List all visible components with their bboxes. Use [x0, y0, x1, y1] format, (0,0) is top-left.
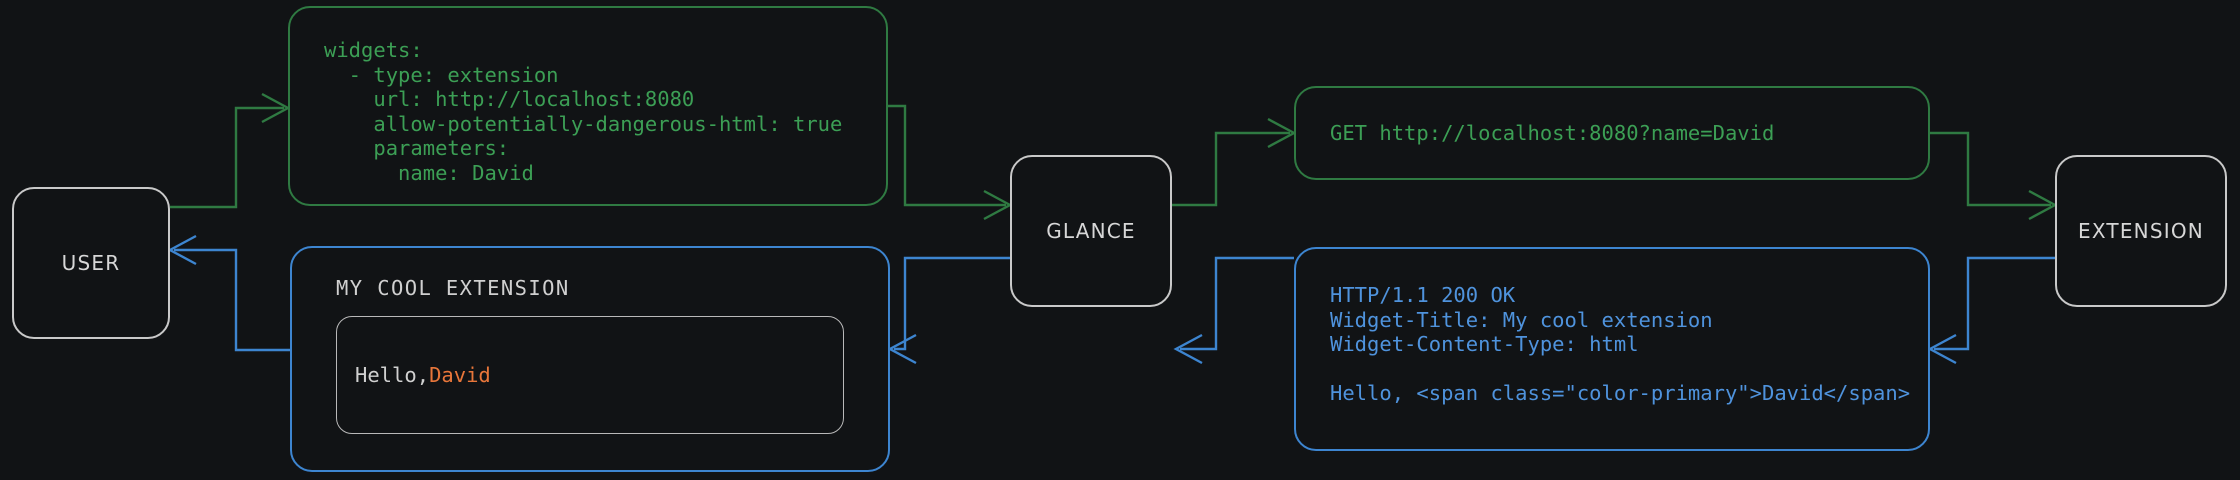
panel-yaml-config: widgets: - type: extension url: http://l… — [288, 6, 888, 206]
panel-rendered-widget: MY COOL EXTENSION Hello, David — [290, 246, 890, 472]
wire-glance-to-request — [1172, 117, 1297, 207]
node-glance[interactable]: GLANCE — [1010, 155, 1172, 307]
node-extension[interactable]: EXTENSION — [2055, 155, 2227, 307]
rendered-widget-title: MY COOL EXTENSION — [336, 276, 570, 300]
node-user[interactable]: USER — [12, 187, 170, 339]
node-extension-label: EXTENSION — [2078, 219, 2204, 243]
rendered-widget-greeting: Hello, — [355, 363, 430, 387]
node-glance-label: GLANCE — [1046, 219, 1136, 243]
panel-http-response: HTTP/1.1 200 OK Widget-Title: My cool ex… — [1294, 247, 1930, 451]
node-user-label: USER — [61, 251, 121, 275]
panel-http-request: GET http://localhost:8080?name=David — [1294, 86, 1930, 180]
wire-user-to-config — [170, 92, 291, 209]
wire-glance-to-widget — [887, 256, 1010, 365]
wire-request-to-extension — [1930, 131, 2058, 221]
rendered-widget-name: David — [429, 363, 491, 387]
wire-response-to-glance — [1173, 256, 1294, 365]
rendered-widget-card: Hello, David — [336, 316, 844, 434]
wire-config-to-glance — [888, 104, 1013, 221]
wire-widget-to-user — [167, 234, 290, 352]
wire-extension-to-response — [1927, 256, 2055, 365]
